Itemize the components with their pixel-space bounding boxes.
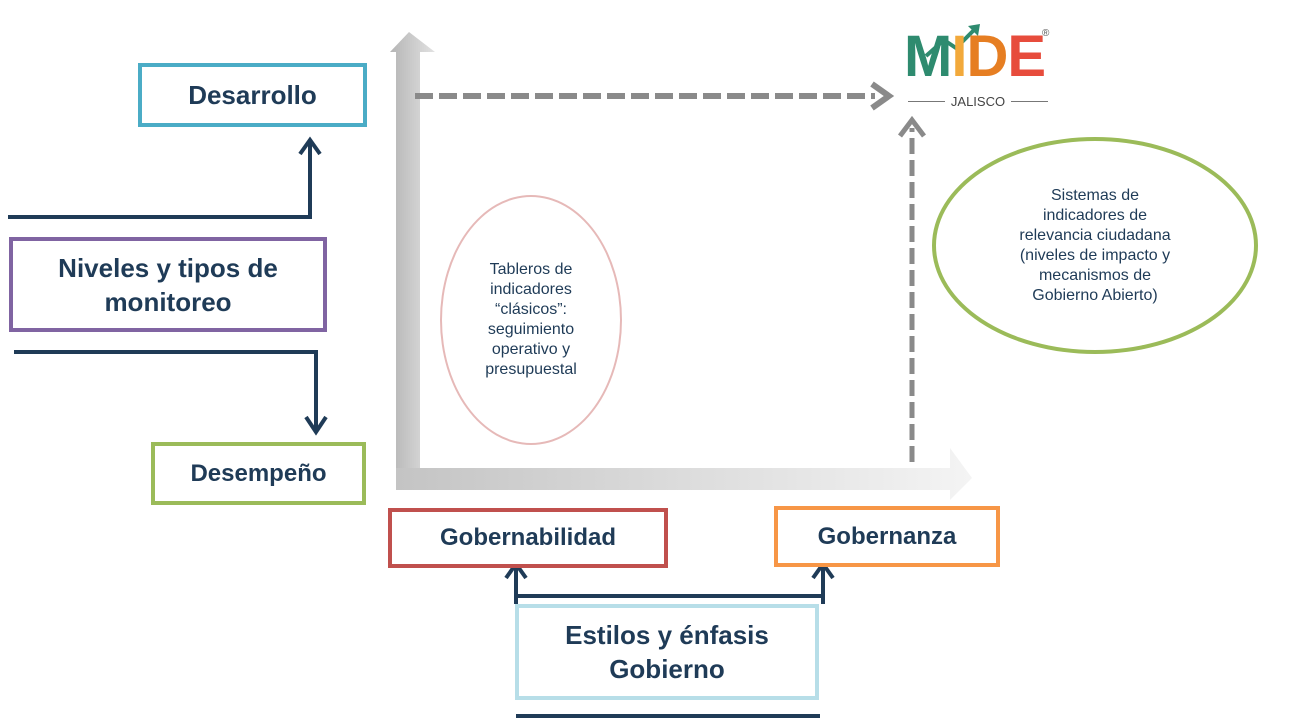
niveles-label-line2: monitoreo [104, 286, 232, 317]
logo-registered-mark: ® [1042, 28, 1050, 39]
gobernabilidad-label: Gobernabilidad [439, 524, 616, 551]
ellipse-tableros-clasicos: Tableros de indicadores “clásicos”: segu… [440, 195, 622, 445]
box-desempeno: Desempeño [151, 442, 366, 505]
box-desarrollo: Desarrollo [138, 63, 367, 127]
sistemas-line: mecanismos de [1038, 266, 1152, 284]
ellipse-sistemas-relevancia: Sistemas de indicadores de relevancia ci… [932, 137, 1258, 354]
logo-trend-arrow-icon [924, 24, 980, 58]
sistemas-line: relevancia ciudadana [1019, 226, 1171, 244]
box-niveles-monitoreo: Niveles y tipos de monitoreo [9, 237, 327, 332]
box-gobernanza: Gobernanza [774, 506, 1000, 567]
mide-jalisco-logo: MIDE ® JALISCO [904, 22, 1054, 122]
logo-subtitle-text: JALISCO [950, 94, 1006, 109]
axis-vertical-arrow [390, 32, 435, 490]
sistemas-line: (niveles de impacto y [1019, 246, 1171, 264]
tableros-line: Tableros de [489, 261, 573, 278]
tableros-line: seguimiento [487, 321, 575, 338]
logo-subtitle: JALISCO [908, 94, 1048, 109]
tableros-line: indicadores [490, 281, 572, 298]
gobernanza-label: Gobernanza [817, 522, 957, 550]
estilos-label-line2: Gobierno [609, 654, 725, 684]
logo-wordmark: MIDE [904, 24, 1046, 89]
tableros-line: “clásicos”: [494, 301, 567, 318]
sistemas-line: Gobierno Abierto) [1032, 286, 1158, 304]
desempeno-label: Desempeño [190, 459, 327, 487]
tableros-line: operativo y [491, 341, 571, 358]
connector-estilos [504, 560, 835, 604]
axis-horizontal-arrow [396, 448, 972, 500]
dashed-arrowhead-right [870, 81, 895, 111]
niveles-label-line1: Niveles y tipos de [58, 252, 278, 283]
tableros-line: presupuestal [485, 361, 577, 378]
connector-to-desarrollo [8, 136, 322, 219]
dashed-arrowhead-up [898, 115, 926, 138]
box-gobernabilidad: Gobernabilidad [388, 508, 668, 568]
sistemas-line: Sistemas de [1050, 186, 1140, 204]
sistemas-line: indicadores de [1042, 206, 1148, 224]
estilos-label-line1: Estilos y énfasis [565, 620, 769, 650]
box-estilos-gobierno: Estilos y énfasis Gobierno [515, 604, 819, 700]
desarrollo-label: Desarrollo [188, 79, 317, 110]
connector-to-desempeno [14, 350, 328, 436]
